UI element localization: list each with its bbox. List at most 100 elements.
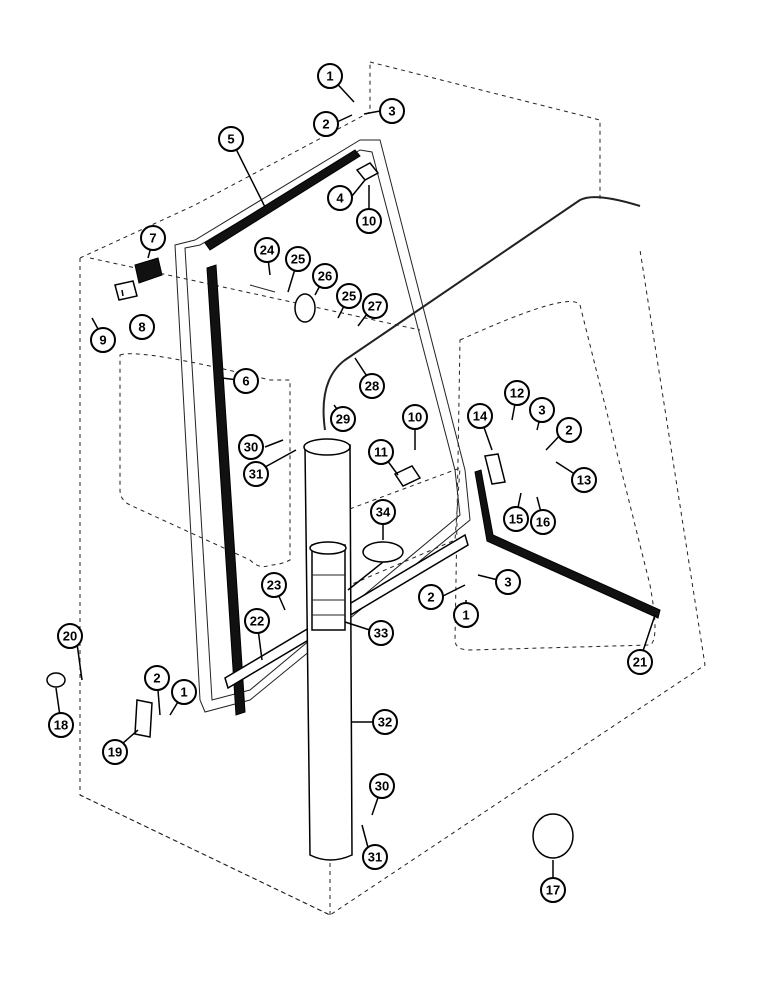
callout-label: 7 bbox=[149, 231, 156, 246]
rod-28 bbox=[322, 196, 641, 431]
callout-label: 19 bbox=[108, 745, 122, 760]
callout-5: 5 bbox=[218, 126, 244, 152]
callout-13: 13 bbox=[571, 467, 597, 493]
callout-18: 18 bbox=[48, 712, 74, 738]
callout-31-a: 31 bbox=[243, 461, 269, 487]
callout-label: 23 bbox=[267, 578, 281, 593]
callout-23: 23 bbox=[261, 572, 287, 598]
callout-33: 33 bbox=[368, 620, 394, 646]
callout-label: 17 bbox=[546, 883, 560, 898]
seal-strip-6 bbox=[206, 264, 246, 716]
callout-2-a: 2 bbox=[313, 111, 339, 137]
callout-19: 19 bbox=[102, 739, 128, 765]
knob-18 bbox=[46, 672, 66, 688]
callout-20: 20 bbox=[57, 623, 83, 649]
callout-label: 2 bbox=[153, 671, 160, 686]
callout-27: 27 bbox=[362, 293, 388, 319]
callout-label: 5 bbox=[227, 132, 234, 147]
callout-label: 13 bbox=[577, 473, 591, 488]
callout-21: 21 bbox=[627, 649, 653, 675]
callout-label: 31 bbox=[249, 467, 263, 482]
callout-3-c: 3 bbox=[495, 569, 521, 595]
callout-2-b: 2 bbox=[556, 417, 582, 443]
bracket-14 bbox=[484, 453, 506, 485]
callout-label: 6 bbox=[242, 374, 249, 389]
callout-label: 2 bbox=[565, 423, 572, 438]
callout-label: 3 bbox=[504, 575, 511, 590]
callout-16: 16 bbox=[530, 509, 556, 535]
callout-label: 18 bbox=[54, 718, 68, 733]
callout-label: 11 bbox=[374, 445, 388, 460]
callout-29: 29 bbox=[330, 406, 356, 432]
o-ring-34 bbox=[362, 541, 404, 563]
callout-3-b: 3 bbox=[529, 397, 555, 423]
callout-label: 16 bbox=[536, 515, 550, 530]
cover-17 bbox=[532, 813, 574, 859]
callout-30-b: 30 bbox=[369, 773, 395, 799]
callout-label: 8 bbox=[138, 320, 145, 335]
callout-25-b: 25 bbox=[336, 283, 362, 309]
callout-label: 3 bbox=[388, 104, 395, 119]
callout-label: 10 bbox=[408, 410, 422, 425]
callout-2-c: 2 bbox=[418, 584, 444, 610]
callout-9: 9 bbox=[90, 327, 116, 353]
callout-label: 15 bbox=[509, 512, 523, 527]
callout-label: 27 bbox=[368, 299, 382, 314]
callout-8: 8 bbox=[129, 314, 155, 340]
callout-label: 2 bbox=[322, 117, 329, 132]
callout-label: 28 bbox=[365, 379, 379, 394]
callout-28: 28 bbox=[359, 373, 385, 399]
callout-label: 12 bbox=[510, 386, 524, 401]
callout-label: 21 bbox=[633, 655, 647, 670]
callout-34: 34 bbox=[370, 499, 396, 525]
latch-11 bbox=[393, 465, 422, 487]
callout-2-d: 2 bbox=[144, 665, 170, 691]
callout-label: 30 bbox=[244, 440, 258, 455]
callout-22: 22 bbox=[244, 608, 270, 634]
callout-label: 32 bbox=[378, 715, 392, 730]
callout-25-a: 25 bbox=[285, 246, 311, 272]
callout-17: 17 bbox=[540, 877, 566, 903]
bracket-19 bbox=[134, 699, 153, 738]
callout-14: 14 bbox=[467, 403, 493, 429]
seal-strip-5 bbox=[204, 149, 361, 251]
block-7 bbox=[134, 257, 163, 284]
callout-1-b: 1 bbox=[453, 602, 479, 628]
callout-label: 2 bbox=[427, 590, 434, 605]
callout-label: 30 bbox=[375, 779, 389, 794]
callout-label: 1 bbox=[180, 685, 187, 700]
callout-label: 1 bbox=[462, 608, 469, 623]
callout-label: 34 bbox=[376, 505, 391, 520]
callout-label: 4 bbox=[336, 191, 344, 206]
callout-label: 26 bbox=[318, 269, 332, 284]
callout-15: 15 bbox=[503, 506, 529, 532]
callout-31-b: 31 bbox=[362, 844, 388, 870]
callout-4: 4 bbox=[327, 185, 353, 211]
callout-label: 20 bbox=[63, 629, 77, 644]
bolt-24 bbox=[249, 284, 276, 293]
callout-26: 26 bbox=[312, 263, 338, 289]
callout-label: 33 bbox=[374, 626, 388, 641]
leader-lines bbox=[55, 75, 656, 888]
callout-label: 25 bbox=[342, 289, 356, 304]
callout-32: 32 bbox=[372, 709, 398, 735]
callout-1-a: 1 bbox=[317, 63, 343, 89]
pulley-26 bbox=[294, 293, 316, 323]
callout-12: 12 bbox=[504, 380, 530, 406]
callout-24: 24 bbox=[254, 237, 280, 263]
cylinder-32 bbox=[303, 438, 353, 861]
callout-label: 31 bbox=[368, 850, 382, 865]
callout-label: 3 bbox=[538, 403, 545, 418]
callout-label: 29 bbox=[336, 412, 350, 427]
callout-3-a: 3 bbox=[379, 98, 405, 124]
callout-label: 10 bbox=[362, 214, 376, 229]
plate-8 bbox=[114, 280, 138, 301]
callout-30-a: 30 bbox=[238, 434, 264, 460]
callout-1-c: 1 bbox=[171, 679, 197, 705]
callout-6: 6 bbox=[233, 368, 259, 394]
callout-label: 22 bbox=[250, 614, 264, 629]
callout-label: 14 bbox=[473, 409, 488, 424]
callout-label: 9 bbox=[99, 333, 106, 348]
